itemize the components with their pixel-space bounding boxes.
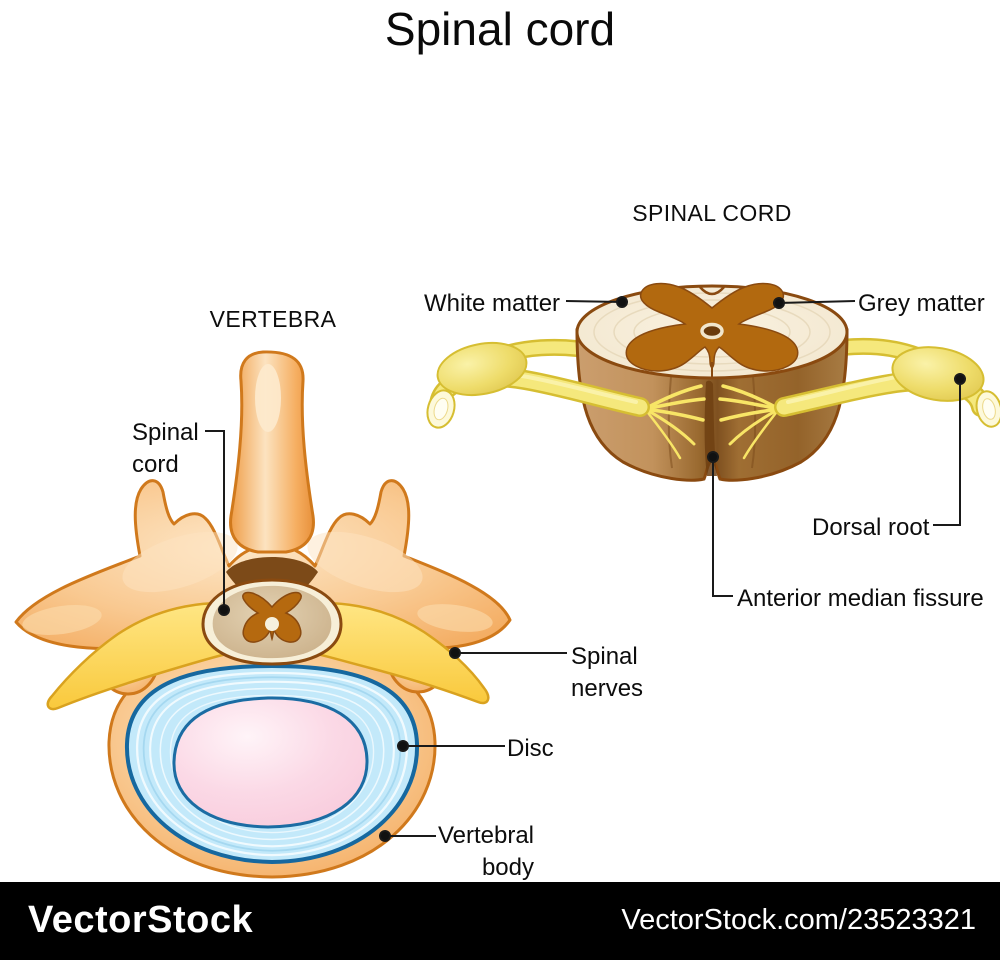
label-spinal-nerves: Spinal nerves (571, 643, 644, 702)
watermark-brand: VectorStock (28, 899, 254, 941)
spinal-cord-heading: SPINAL CORD (632, 200, 792, 226)
cord-section-figure (426, 282, 1000, 482)
leader-lines (205, 296, 966, 842)
label-anterior-median-fissure: Anterior median fissure (737, 585, 984, 612)
label-spinal-cord: Spinal cord (132, 419, 199, 478)
watermark-credit: VectorStock.com/23523321 (621, 904, 976, 936)
label-grey-matter: Grey matter (858, 290, 985, 317)
label-disc: Disc (507, 735, 554, 762)
vertebra-heading: VERTEBRA (209, 306, 337, 332)
vertebra-figure (14, 350, 512, 879)
label-dorsal-root: Dorsal root (812, 514, 930, 541)
watermark-bar: VectorStock VectorStock.com/23523321 (0, 882, 1000, 960)
label-white-matter: White matter (424, 290, 561, 317)
page-title: Spinal cord (384, 3, 616, 55)
label-vertebral-body: Vertebral body (437, 822, 534, 881)
